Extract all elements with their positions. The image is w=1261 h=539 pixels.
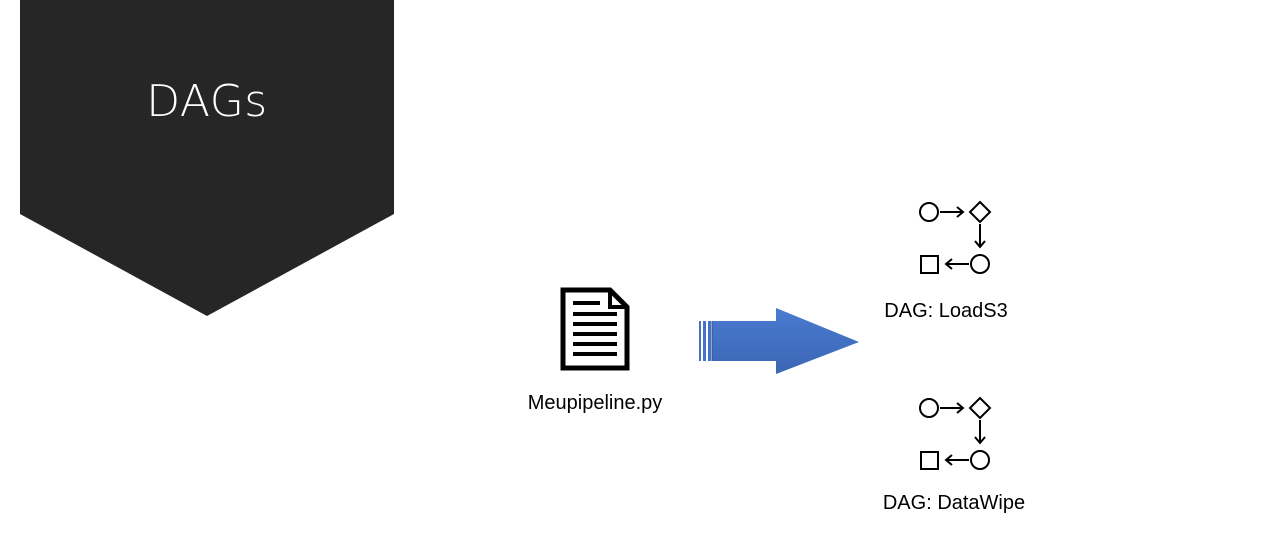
dag-graph-icon <box>914 392 1010 472</box>
title-banner: DAGs <box>20 0 394 316</box>
slide-title: DAGs <box>146 76 268 127</box>
dag-label-loads3: DAG: LoadS3 <box>884 300 1008 322</box>
python-file-icon <box>560 287 630 371</box>
dag-label-datawipe: DAG: DataWipe <box>882 492 1026 514</box>
file-label: Meupipeline.py <box>527 392 663 414</box>
banner-shape <box>20 0 394 316</box>
dag-graph-icon <box>914 196 1010 276</box>
right-arrow-icon <box>699 308 861 376</box>
